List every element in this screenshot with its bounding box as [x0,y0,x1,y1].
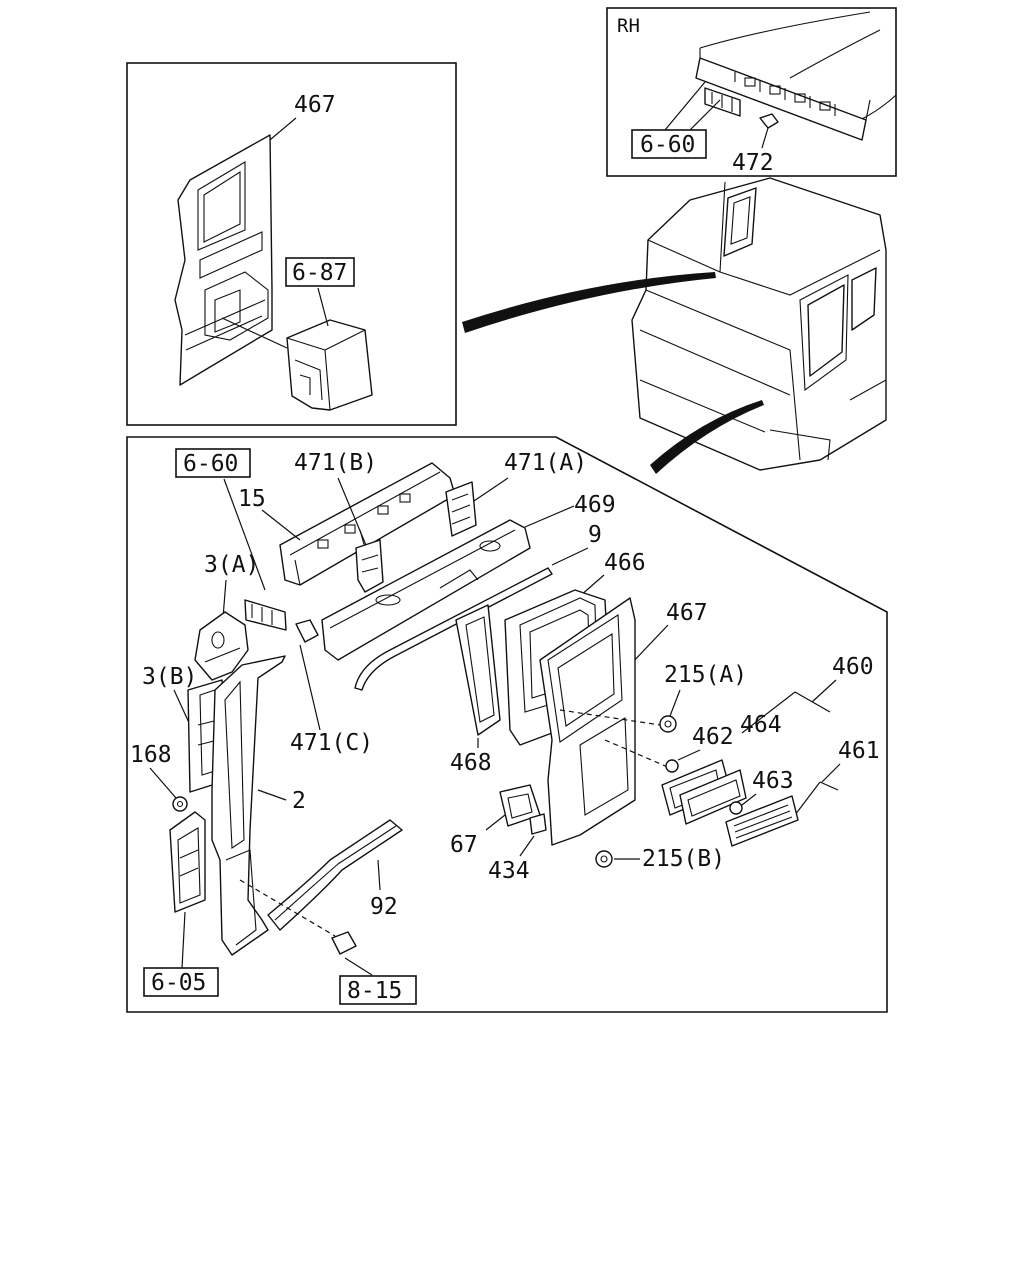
part-8-15-bolt [331,931,357,955]
main-frame [126,436,888,1013]
label-467-inset: 467 [294,92,336,118]
label-15: 15 [238,486,266,512]
part-92-rail [267,819,403,931]
part-467-panel [539,597,671,846]
part-460-vent [679,769,747,825]
label-472: 472 [732,150,774,176]
main-ref-box-6-60 [175,448,251,478]
part-471b-bracket [355,539,384,593]
rh-ref-box [631,129,707,159]
cab-overview [631,177,887,471]
label-464: 464 [740,712,782,738]
ref-6-60: 6-60 [183,451,238,477]
inset-ref-box [285,257,355,287]
label-463: 463 [752,768,794,794]
part-468-channel [455,604,501,736]
label-461: 461 [838,738,880,764]
label-469: 469 [574,492,616,518]
stowage-box-illustration [286,319,373,411]
label-215b: 215(B) [642,846,725,872]
rh-inset: RH 6-60 472 [606,7,897,177]
label-92: 92 [370,894,398,920]
part-471a-bracket [445,481,477,537]
label-466: 466 [604,550,646,576]
bracket-illustration [704,87,741,117]
roof-rail-illustration [695,11,897,141]
label-460: 460 [832,654,874,680]
label-471b: 471(B) [294,450,377,476]
label-67: 67 [450,832,478,858]
rh-inset-title: RH [617,15,640,37]
ref-8-15: 8-15 [347,978,402,1004]
clip-472-illustration [759,113,779,129]
label-168: 168 [130,742,172,768]
main-ref-box-8-15 [339,975,417,1005]
upper-left-inset: 467 6-87 [126,62,457,426]
label-471a: 471(A) [504,450,587,476]
upper-left-inset-frame [126,62,457,426]
label-3a: 3(A) [204,552,259,578]
label-215a: 215(A) [664,662,747,688]
part-461-louver [725,795,799,847]
label-471c: 471(C) [290,730,373,756]
part-463-bolt [729,801,743,815]
clip-cluster [244,599,319,643]
label-467: 467 [666,600,708,626]
label-2: 2 [292,788,306,814]
side-panel-illustration [174,134,273,386]
inset-ref-6-87: 6-87 [292,260,347,286]
part-215a-nut [659,715,677,733]
part-469-beam [321,519,531,661]
rh-ref-6-60: 6-60 [640,132,695,158]
rh-inset-frame [606,7,897,177]
label-434: 434 [488,858,530,884]
connector-band-lower [650,400,764,474]
connector-band-upper [462,272,716,333]
part-3a-pillar-cap [194,611,249,681]
part-168-nut [172,796,188,812]
label-462: 462 [692,724,734,750]
label-468: 468 [450,750,492,776]
part-2-pillar [211,655,286,956]
part-6-05-post [169,811,206,913]
part-9-strip [354,567,553,691]
part-215b-nut [595,850,613,868]
label-3b: 3(B) [142,664,197,690]
main-ref-box-6-05 [143,967,219,997]
part-434-clip [529,813,547,835]
ref-6-05: 6-05 [151,970,206,996]
part-462-screw [665,759,679,773]
label-9: 9 [588,522,602,548]
